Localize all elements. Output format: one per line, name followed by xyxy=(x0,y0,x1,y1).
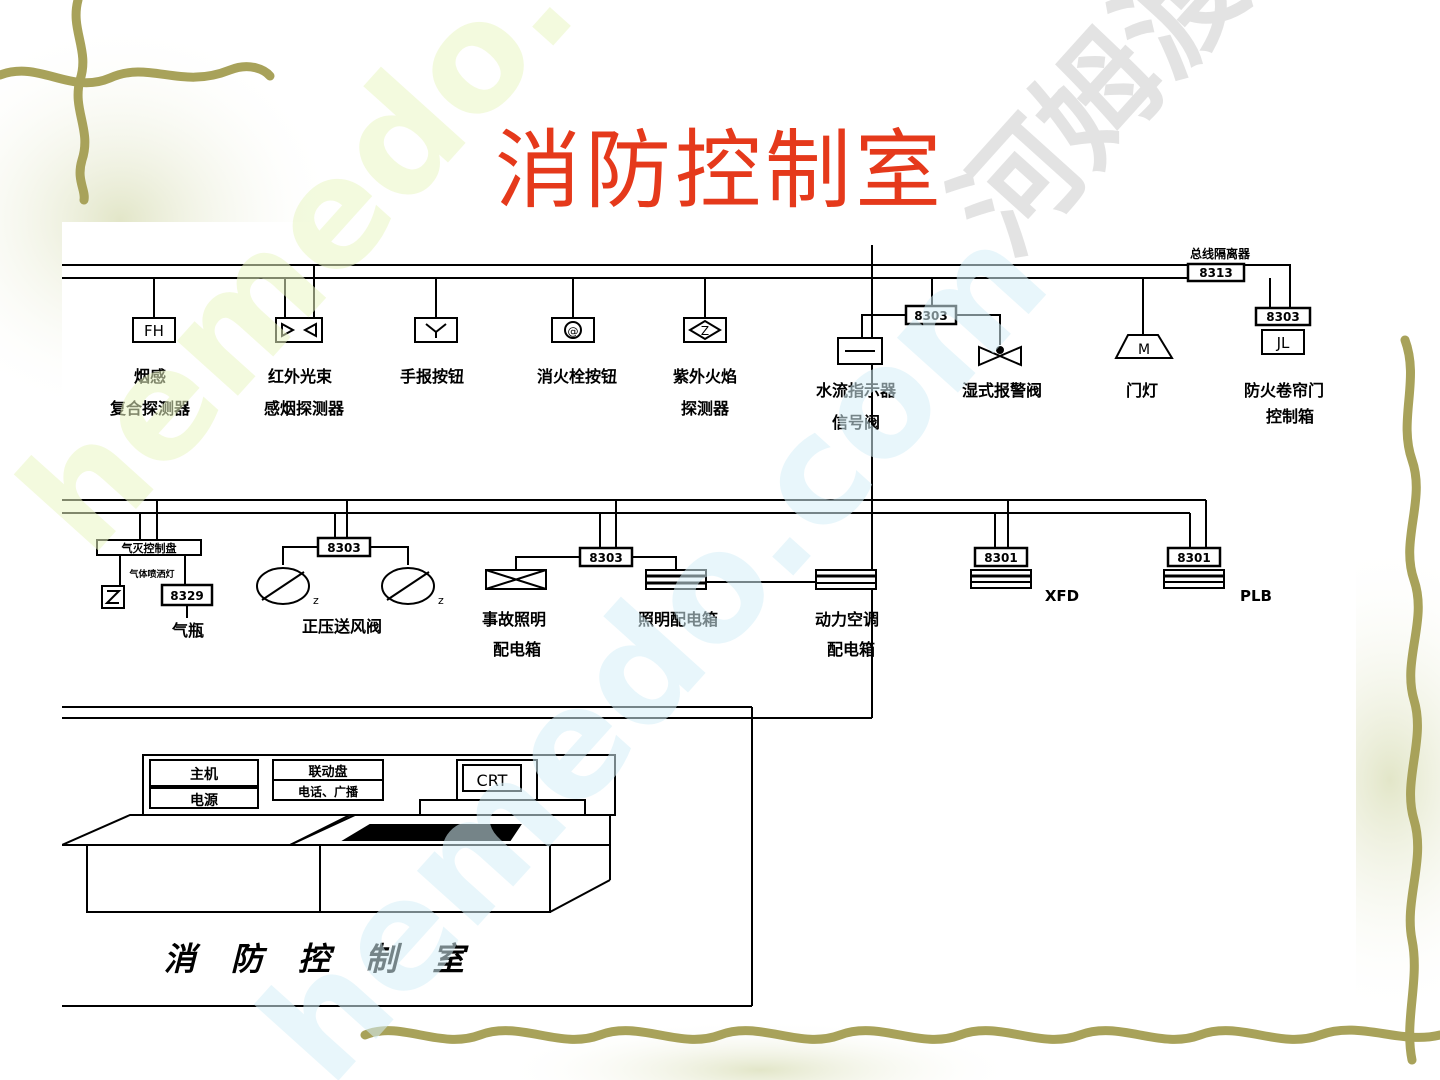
label-ir-beam: 红外光束 xyxy=(268,367,333,386)
label-rolling-door: 防火卷帘门 xyxy=(1244,381,1324,400)
label-composite-detector: 复合探测器 xyxy=(109,399,191,418)
power-panel xyxy=(149,787,259,809)
fire-control-diagram: FH @ Z 8303 M 总线隔离器 8313 8303 JL 烟感 复合探测… xyxy=(61,245,1324,1007)
door-light-symbol: M xyxy=(1138,342,1150,358)
fh-symbol: FH xyxy=(144,322,164,340)
label-smoke-detector: 烟感 xyxy=(134,367,166,386)
xfd-box-icon xyxy=(970,569,1032,589)
label-water-flow: 水流指示器 xyxy=(816,381,897,400)
host-panel xyxy=(149,759,259,787)
emergency-box-label: 配电箱 xyxy=(493,640,541,659)
alarm-valve-icon xyxy=(978,345,1022,367)
module-8301-b-label: 8301 xyxy=(1177,551,1210,565)
jl-controller-icon xyxy=(1261,329,1305,355)
slide-title: 消防控制室 xyxy=(495,121,945,221)
diagram-panel: FH @ Z 8303 M 总线隔离器 8313 8303 JL 烟感 复合探测… xyxy=(61,222,1356,1012)
module-8301-a-label: 8301 xyxy=(984,551,1017,565)
label-hydrant-button: 消火栓按钮 xyxy=(537,367,617,386)
label-uv-detector: 探测器 xyxy=(681,399,730,418)
module-8303-jl-label: 8303 xyxy=(1266,310,1299,324)
manual-alarm-icon xyxy=(414,317,458,343)
label-wet-alarm-valve: 湿式报警阀 xyxy=(961,381,1042,400)
module-8303-mid-label: 8303 xyxy=(589,551,622,565)
power-box-label: 配电箱 xyxy=(827,640,875,659)
fan-valve-icon-2 xyxy=(381,567,435,605)
linkage-label: 联动盘 xyxy=(308,764,347,780)
control-console-drawing: 主机 电源 联动盘 电话、广播 CRT 消 防 控 制 室 xyxy=(61,754,616,978)
label-signal-valve: 信号阀 xyxy=(832,413,880,432)
power-label: 电源 xyxy=(190,792,218,809)
vine-ornament-top-left xyxy=(0,0,275,205)
svg-text:z: z xyxy=(438,594,444,607)
module-8313 xyxy=(1186,262,1246,283)
module-8303-fan-label: 8303 xyxy=(327,541,360,555)
plb-box-icon xyxy=(1163,569,1225,589)
gas-cylinder-label: 气瓶 xyxy=(171,621,204,640)
gas-spray-light-label: 气体喷洒灯 xyxy=(128,568,174,580)
door-light-icon xyxy=(1114,334,1174,359)
module-8313-label: 8313 xyxy=(1199,266,1232,280)
gas-panel-label: 气灭控制盘 xyxy=(121,541,177,555)
lighting-box-label: 照明配电箱 xyxy=(638,610,718,629)
label-manual-button: 手报按钮 xyxy=(400,367,464,386)
plb-label: PLB xyxy=(1240,587,1272,605)
gas-control-panel xyxy=(96,539,202,556)
hydrant-symbol: @ xyxy=(568,325,579,338)
label-beam-smoke-detector: 感烟探测器 xyxy=(264,399,345,418)
module-8303-top-label: 8303 xyxy=(914,309,947,323)
positive-pressure-fan-label: 正压送风阀 xyxy=(302,617,382,636)
module-8303-jl xyxy=(1254,306,1312,327)
vine-ornament-bottom xyxy=(360,1025,1440,1044)
host-label: 主机 xyxy=(190,766,218,783)
power-ac-box-icon xyxy=(815,569,877,590)
fh-detector-icon xyxy=(132,317,176,343)
label-door-light: 门灯 xyxy=(1126,381,1158,400)
phone-broadcast-label: 电话、广播 xyxy=(298,784,359,799)
vine-ornament-right xyxy=(1400,335,1423,1065)
uv-symbol: Z xyxy=(701,324,709,338)
lighting-box-icon xyxy=(645,569,707,590)
jl-symbol: JL xyxy=(1276,334,1290,352)
label-uv-flame: 紫外火焰 xyxy=(673,367,737,386)
control-room-label: 消 防 控 制 室 xyxy=(164,940,477,978)
emergency-lighting-label: 事故照明 xyxy=(482,610,546,629)
module-8301-b xyxy=(1166,546,1222,568)
svg-text:z: z xyxy=(313,594,319,607)
label-control-box: 控制箱 xyxy=(1266,407,1314,426)
fan-valve-icon-1 xyxy=(256,567,310,605)
module-8329-label: 8329 xyxy=(170,589,203,603)
module-8301-a xyxy=(973,546,1029,568)
power-ac-label: 动力空调 xyxy=(815,610,879,629)
xfd-label: XFD xyxy=(1045,587,1079,605)
phone-broadcast-panel xyxy=(272,779,384,801)
crt-label: CRT xyxy=(477,771,508,790)
isolator-label: 总线隔离器 xyxy=(1190,246,1251,261)
